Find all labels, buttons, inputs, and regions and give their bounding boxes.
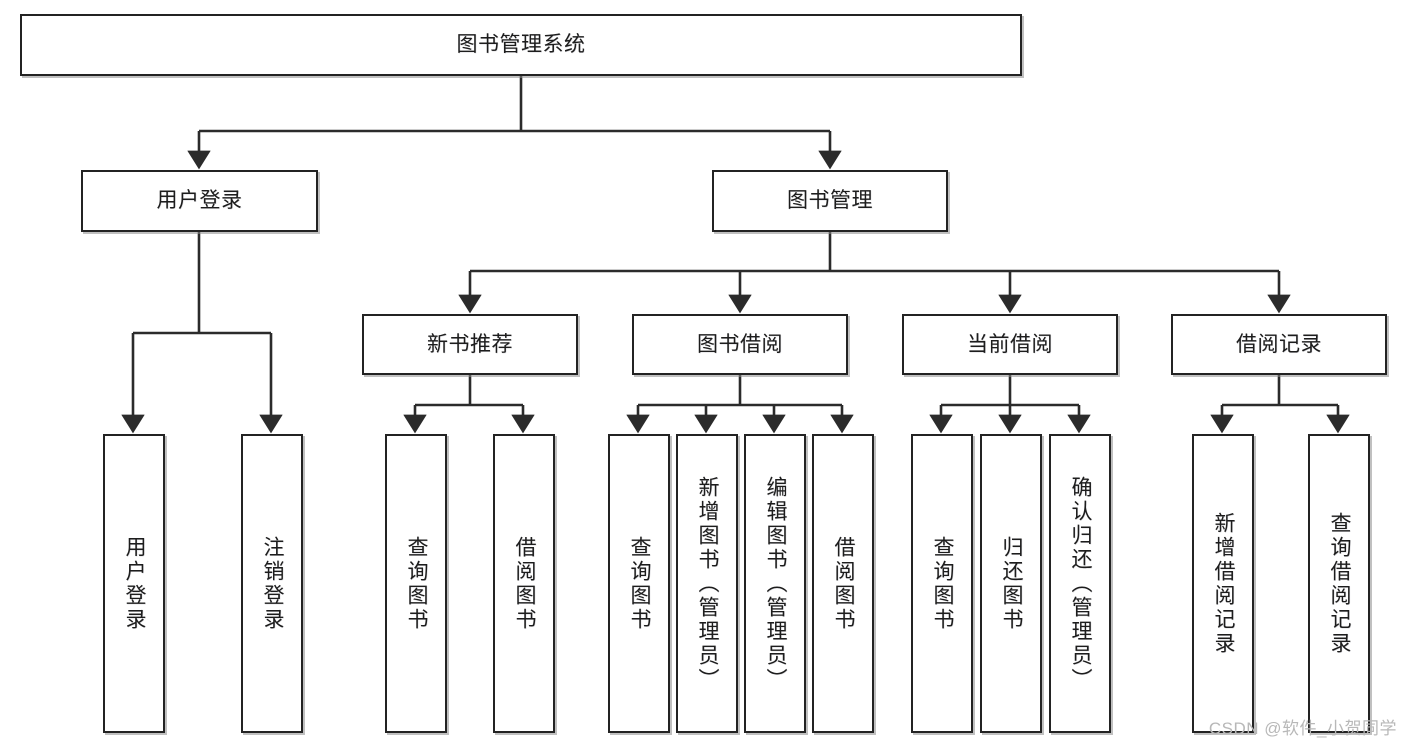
node-borrow-record-label: 借阅记录 bbox=[1236, 332, 1322, 356]
node-leaf-user-login-label: 用户登录 bbox=[123, 535, 147, 632]
node-leaf-confirm-return[interactable]: 确认归还（管理员） bbox=[1049, 434, 1111, 733]
node-book-manage-label: 图书管理 bbox=[787, 189, 873, 213]
connectors-new-book-rec bbox=[403, 375, 535, 434]
node-leaf-edit-book-label: 编辑图书（管理员） bbox=[764, 475, 788, 692]
node-leaf-query-book-3-label: 查询图书 bbox=[931, 535, 955, 632]
node-leaf-confirm-return-label: 确认归还（管理员） bbox=[1069, 475, 1093, 692]
node-leaf-add-record[interactable]: 新增借阅记录 bbox=[1192, 434, 1254, 733]
node-leaf-query-record-label: 查询借阅记录 bbox=[1328, 511, 1352, 656]
node-leaf-logout-label: 注销登录 bbox=[261, 535, 285, 632]
node-leaf-query-book-2[interactable]: 查询图书 bbox=[608, 434, 670, 733]
node-leaf-logout[interactable]: 注销登录 bbox=[241, 434, 303, 733]
node-leaf-borrow-book-1[interactable]: 借阅图书 bbox=[493, 434, 555, 733]
node-user-login[interactable]: 用户登录 bbox=[81, 170, 318, 232]
node-book-borrow-label: 图书借阅 bbox=[697, 332, 783, 356]
node-leaf-edit-book[interactable]: 编辑图书（管理员） bbox=[744, 434, 806, 733]
node-root-label: 图书管理系统 bbox=[456, 33, 586, 57]
connectors-current-borrow bbox=[929, 375, 1091, 434]
node-leaf-add-book-label: 新增图书（管理员） bbox=[696, 475, 720, 692]
node-leaf-return-book-label: 归还图书 bbox=[1000, 535, 1024, 632]
node-leaf-query-book-1-label: 查询图书 bbox=[405, 535, 429, 632]
node-borrow-record[interactable]: 借阅记录 bbox=[1171, 314, 1387, 375]
node-leaf-return-book[interactable]: 归还图书 bbox=[980, 434, 1042, 733]
connectors-borrow-record bbox=[1210, 375, 1350, 434]
connectors-root bbox=[187, 76, 842, 170]
node-book-manage[interactable]: 图书管理 bbox=[712, 170, 948, 232]
node-leaf-query-book-2-label: 查询图书 bbox=[628, 535, 652, 632]
connectors-user-login bbox=[121, 232, 283, 434]
node-leaf-borrow-book-2-label: 借阅图书 bbox=[832, 535, 856, 632]
node-root[interactable]: 图书管理系统 bbox=[20, 14, 1022, 76]
node-leaf-query-record[interactable]: 查询借阅记录 bbox=[1308, 434, 1370, 733]
node-leaf-query-book-1[interactable]: 查询图书 bbox=[385, 434, 447, 733]
node-book-borrow[interactable]: 图书借阅 bbox=[632, 314, 848, 375]
node-new-book-rec[interactable]: 新书推荐 bbox=[362, 314, 578, 375]
node-leaf-borrow-book-1-label: 借阅图书 bbox=[513, 535, 537, 632]
node-new-book-rec-label: 新书推荐 bbox=[427, 332, 513, 356]
connectors-book-borrow bbox=[626, 375, 854, 434]
node-leaf-borrow-book-2[interactable]: 借阅图书 bbox=[812, 434, 874, 733]
node-current-borrow[interactable]: 当前借阅 bbox=[902, 314, 1118, 375]
node-leaf-add-record-label: 新增借阅记录 bbox=[1212, 511, 1236, 656]
node-current-borrow-label: 当前借阅 bbox=[967, 332, 1053, 356]
node-leaf-user-login[interactable]: 用户登录 bbox=[103, 434, 165, 733]
node-leaf-query-book-3[interactable]: 查询图书 bbox=[911, 434, 973, 733]
connectors-book-manage bbox=[458, 232, 1291, 314]
node-user-login-label: 用户登录 bbox=[156, 189, 243, 213]
node-leaf-add-book[interactable]: 新增图书（管理员） bbox=[676, 434, 738, 733]
